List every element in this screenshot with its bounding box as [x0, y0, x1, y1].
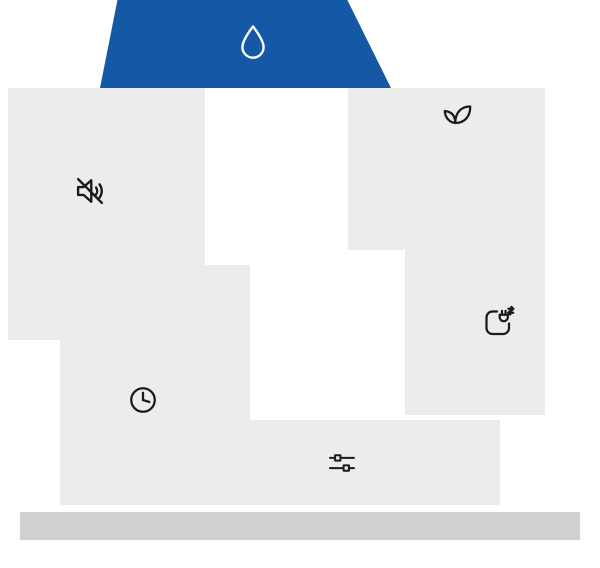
- water-drop-icon: [234, 21, 272, 63]
- clock-icon[interactable]: [126, 383, 160, 417]
- leaf-icon[interactable]: [438, 93, 474, 129]
- panel-bottom: [205, 420, 500, 505]
- volume-mute-icon[interactable]: [71, 172, 109, 210]
- sliders-icon[interactable]: [326, 447, 358, 479]
- plug-swap-icon[interactable]: [479, 304, 515, 340]
- panel-right: [405, 155, 545, 415]
- bottom-bar: [20, 512, 580, 540]
- banner-trapezoid: [100, 0, 391, 88]
